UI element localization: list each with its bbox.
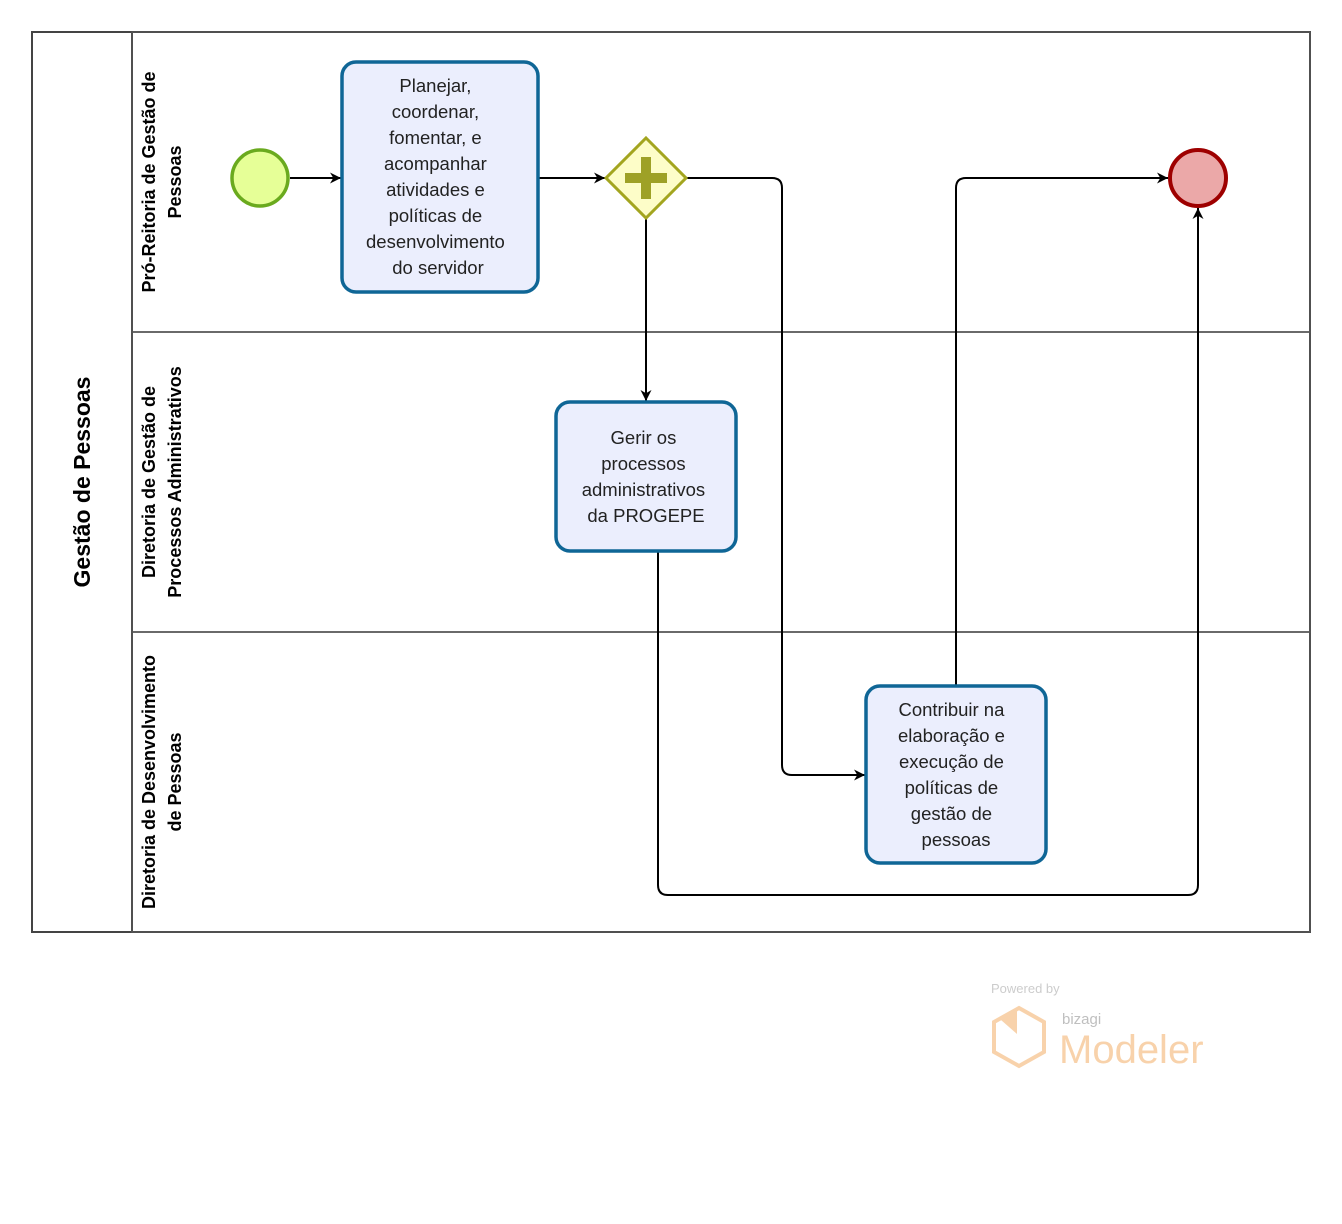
lane-desenvolvimento[interactable]: [131, 631, 1311, 933]
svg-text:bizagi: bizagi: [1062, 1011, 1101, 1028]
svg-text:Processos Administrativos: Processos Administrativos: [165, 366, 185, 597]
task-planejar[interactable]: Planejar, coordenar, fomentar, e acompan…: [340, 60, 540, 294]
task-label: Planejar, coordenar, fomentar, e acompan…: [366, 75, 510, 278]
flow-task3-to-end[interactable]: [955, 172, 1168, 685]
plus-icon: [625, 157, 667, 199]
svg-text:Powered by: Powered by: [991, 981, 1060, 996]
task-label: Gerir os processos administrativos da PR…: [582, 427, 711, 526]
task-contribuir[interactable]: Contribuir na elaboração e execução de p…: [864, 684, 1048, 865]
lane-label-3: Diretoria de Desenvolvimento de Pessoas: [139, 655, 185, 909]
lane-label-1: Pró-Reitoria de Gestão de Pessoas: [139, 71, 185, 292]
svg-text:Modeler: Modeler: [1059, 1028, 1204, 1072]
flow-gateway-to-task3[interactable]: [686, 177, 865, 781]
bizagi-watermark: Powered by bizagi Modeler: [991, 981, 1204, 1072]
task-label: Contribuir na elaboração e execução de p…: [898, 699, 1010, 850]
task-gerir-processos[interactable]: Gerir os processos administrativos da PR…: [554, 400, 738, 553]
start-event[interactable]: [230, 148, 290, 208]
svg-text:de Pessoas: de Pessoas: [165, 732, 185, 831]
end-event[interactable]: [1168, 148, 1228, 208]
svg-text:Pró-Reitoria de Gestão de: Pró-Reitoria de Gestão de: [139, 71, 159, 292]
svg-text:Diretoria de Desenvolvimento: Diretoria de Desenvolvimento: [139, 655, 159, 909]
lane-label-2: Diretoria de Gestão de Processos Adminis…: [139, 366, 185, 597]
bizagi-logo-icon: [992, 1005, 1046, 1069]
parallel-gateway[interactable]: [603, 135, 689, 221]
svg-text:Diretoria de Gestão de: Diretoria de Gestão de: [139, 386, 159, 578]
svg-text:Pessoas: Pessoas: [165, 145, 185, 218]
pool-title: Gestão de Pessoas: [69, 377, 95, 588]
flow-task2-to-end[interactable]: [657, 208, 1204, 896]
